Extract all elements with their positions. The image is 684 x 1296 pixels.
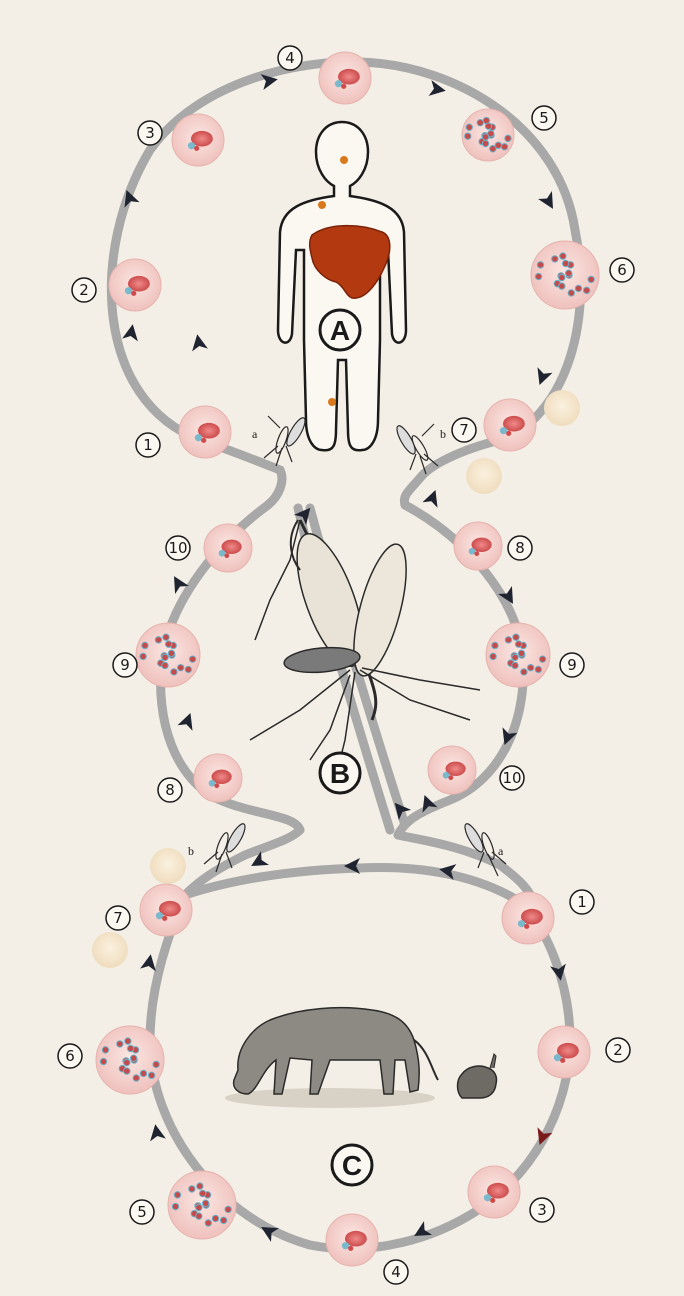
- arrow-marker: [177, 710, 198, 731]
- hare-silhouette: [458, 1066, 497, 1098]
- human-stage-badge-3: 3: [138, 121, 162, 145]
- mosquito-right-cell-10: [428, 746, 476, 794]
- human-stage-cell-7: [484, 399, 536, 451]
- stage-number: 9: [120, 656, 130, 674]
- animal-stage-badge-1: 1: [570, 890, 594, 914]
- mosquito-left-cell-10: [204, 524, 252, 572]
- human-stage-badge-6: 6: [610, 258, 634, 282]
- tag-bottom-left: b: [188, 844, 194, 858]
- mosquito-right-badge-8: 8: [508, 536, 532, 560]
- stage-number: 4: [391, 1263, 401, 1281]
- arrow-marker: [422, 487, 443, 508]
- animal-stage-badge-5: 5: [130, 1200, 154, 1224]
- dog-silhouette: [234, 1008, 420, 1094]
- stage-number: 5: [137, 1203, 147, 1221]
- stage-number: 6: [65, 1047, 75, 1065]
- arrow-marker: [147, 1123, 166, 1142]
- stage-number: 3: [537, 1201, 547, 1219]
- animal-stage-cell-2: [538, 1026, 590, 1078]
- stage-number: 8: [515, 539, 525, 557]
- cycle-c-label: C: [342, 1150, 362, 1181]
- stage-number: 9: [567, 656, 577, 674]
- animal-stage-badge-4: 4: [384, 1260, 408, 1284]
- stage-number: 1: [143, 436, 153, 454]
- human-stage-cell-1: [179, 406, 231, 458]
- stage-number: 7: [459, 421, 469, 439]
- mosquito-right-cell-9: [486, 623, 550, 687]
- animal-stage-cell-1: [502, 892, 554, 944]
- human-stage-badge-7: 7: [452, 418, 476, 442]
- tag-top-right: b: [440, 427, 446, 441]
- mosquito-left-badge-8: 8: [158, 778, 182, 802]
- mosquito-right-badge-10: 10: [500, 766, 524, 790]
- tag-top-left: a: [252, 427, 258, 441]
- stage-number: 6: [617, 261, 627, 279]
- stage-number: 1: [577, 893, 587, 911]
- arrow-marker: [538, 191, 560, 213]
- animal-stage-badge-6: 6: [58, 1044, 82, 1068]
- stage-number: 8: [165, 781, 175, 799]
- human-stage-cell-6: [531, 241, 599, 309]
- mosquito-right-badge-9: 9: [560, 653, 584, 677]
- animal-stage-badge-7: 7: [106, 906, 130, 930]
- stage-number: 7: [113, 909, 123, 927]
- mosquito-right-cell-8: [454, 522, 502, 570]
- small-mosquito-a-top: [264, 416, 308, 466]
- animal-stage-cell-7: [140, 884, 192, 936]
- mosquito-left-cell-8: [194, 754, 242, 802]
- human-stage-cell-5: [462, 109, 514, 161]
- ground-shadow: [225, 1088, 435, 1108]
- animal-stage-cell-6: [96, 1026, 164, 1094]
- human-stage-badge-1: 1: [136, 433, 160, 457]
- animal-stage-badge-2: 2: [606, 1038, 630, 1062]
- infection-dot: [318, 201, 326, 209]
- mosquito-left-cell-9: [136, 623, 200, 687]
- stage-number: 2: [613, 1041, 623, 1059]
- stage-number: 10: [168, 539, 187, 557]
- human-stage-cell-2: [109, 259, 161, 311]
- human-figure: A: [278, 122, 406, 450]
- human-stage-badge-4: 4: [278, 46, 302, 70]
- animal-stage-cell-4: [326, 1214, 378, 1266]
- cycle-b-label: B: [330, 758, 350, 789]
- stage-number: 10: [502, 769, 521, 787]
- arrow-marker: [122, 323, 141, 342]
- cycle-a-label: A: [330, 315, 350, 346]
- animal-stage-cell-5: [168, 1171, 236, 1239]
- human-stage-badge-5: 5: [532, 106, 556, 130]
- arrow-marker: [532, 367, 553, 388]
- mosquito-left-badge-9: 9: [113, 653, 137, 677]
- human-stage-cell-4: [319, 52, 371, 104]
- infection-dot: [328, 398, 336, 406]
- human-stage-badge-2: 2: [72, 278, 96, 302]
- animal-stage-badge-3: 3: [530, 1198, 554, 1222]
- human-stage-cell-3: [172, 114, 224, 166]
- stage-number: 4: [285, 49, 295, 67]
- animal-stage-cell-3: [468, 1166, 520, 1218]
- animal-illustration: C: [225, 1008, 497, 1185]
- mosquito-left-badge-10: 10: [166, 536, 190, 560]
- tag-bottom-right: a: [498, 844, 504, 858]
- infection-dot: [340, 156, 348, 164]
- stage-number: 5: [539, 109, 549, 127]
- arrow-marker: [189, 333, 208, 352]
- stage-number: 2: [79, 281, 89, 299]
- stage-number: 3: [145, 124, 155, 142]
- cycle-b-badge-group: B: [320, 753, 360, 793]
